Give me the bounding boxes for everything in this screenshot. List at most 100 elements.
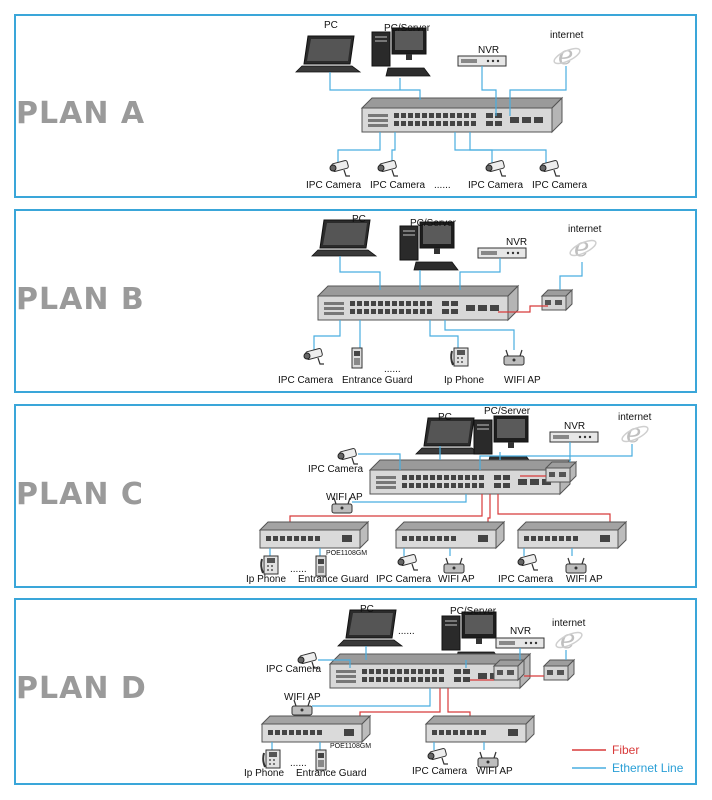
ipc-camera-icon (397, 553, 419, 571)
nvr-icon (549, 431, 599, 443)
pc-laptop-icon (295, 35, 361, 73)
ellipsis: ...... (384, 364, 401, 375)
ellipsis: ...... (398, 626, 415, 637)
legend: Fiber Ethernet Line (572, 743, 684, 775)
server-desktop-icon (441, 611, 501, 661)
wifi-ap-label: WIFI AP (504, 375, 541, 386)
poe-switch-icon (259, 521, 369, 549)
ipc-camera-icon (427, 747, 449, 765)
internet-label: internet (618, 412, 652, 423)
nvr-label: NVR (510, 626, 531, 637)
main-switch-icon (317, 285, 519, 321)
ellipsis: ...... (434, 180, 451, 191)
nvr-icon (457, 55, 507, 67)
internet-icon (551, 40, 583, 72)
poe-switch-icon (261, 715, 371, 743)
internet-icon (619, 418, 651, 450)
plan-b-diagram: PC PC/Server NVR internet IPC Camera Ent… (278, 214, 602, 386)
pc-label: PC (360, 604, 374, 615)
ellipsis: ...... (290, 564, 307, 575)
wifi-ap-icon (503, 349, 525, 366)
plan-a-panel (14, 14, 697, 198)
server-desktop-icon (371, 27, 431, 77)
internet-label: internet (552, 618, 586, 629)
pc-label: PC (324, 20, 338, 31)
poe-switch-icon (517, 521, 627, 549)
plan-c-diagram: PC PC/Server NVR internet IPC Camera WIF… (246, 406, 652, 585)
entrance-guard-icon (315, 749, 327, 771)
ipc-camera-icon (539, 159, 561, 177)
camera-label: IPC Camera (468, 180, 523, 191)
media-converter-icon (545, 461, 577, 483)
internet-label: internet (550, 30, 584, 41)
ip-phone-label: Ip Phone (244, 768, 284, 779)
plan-d-title: PLAN D (16, 671, 147, 706)
ip-phone-icon (450, 347, 469, 367)
ip-phone-icon (262, 749, 281, 769)
ip-phone-label: Ip Phone (444, 375, 484, 386)
plan-d-diagram: PC ...... PC/Server NVR internet IPC Cam… (244, 604, 586, 779)
server-label: PC/Server (410, 218, 457, 229)
server-desktop-icon (399, 221, 459, 271)
entrance-guard-label: Entrance Guard (342, 375, 413, 386)
wifi-ap-label: WIFI AP (326, 492, 363, 503)
ip-phone-label: Ip Phone (246, 574, 286, 585)
camera-label: IPC Camera (306, 180, 361, 191)
ipc-camera-icon (303, 347, 325, 365)
plan-a-title: PLAN A (16, 96, 146, 131)
ellipsis: ...... (290, 758, 307, 769)
pc-laptop-icon (311, 219, 377, 257)
internet-label: internet (568, 224, 602, 235)
ipc-camera-icon (329, 159, 351, 177)
entrance-guard-icon (315, 555, 327, 577)
wifi-ap-label: WIFI AP (566, 574, 603, 585)
pc-laptop-icon (415, 417, 481, 455)
wifi-ap-label: WIFI AP (438, 574, 475, 585)
camera-label: IPC Camera (308, 464, 363, 475)
ipc-camera-icon (517, 553, 539, 571)
model-label: POE1108GM (330, 743, 371, 750)
camera-label: IPC Camera (266, 664, 321, 675)
server-label: PC/Server (450, 606, 497, 617)
camera-label: IPC Camera (370, 180, 425, 191)
pc-label: PC (352, 214, 366, 225)
media-converter-icon (493, 659, 525, 681)
wifi-ap-label: WIFI AP (476, 766, 513, 777)
wifi-ap-label: WIFI AP (284, 692, 321, 703)
internet-icon (553, 624, 585, 656)
ip-phone-icon (260, 555, 279, 575)
server-label: PC/Server (484, 406, 531, 417)
ethernet-legend-label: Ethernet Line (612, 761, 684, 775)
ipc-camera-icon (485, 159, 507, 177)
nvr-label: NVR (506, 237, 527, 248)
camera-label: IPC Camera (278, 375, 333, 386)
camera-label: IPC Camera (376, 574, 431, 585)
nvr-label: NVR (564, 421, 585, 432)
main-switch-icon (361, 97, 563, 133)
wifi-ap-icon (565, 557, 587, 574)
internet-icon (567, 232, 599, 264)
nvr-label: NVR (478, 45, 499, 56)
media-converter-icon (543, 659, 575, 681)
camera-label: IPC Camera (412, 766, 467, 777)
entrance-guard-label: Entrance Guard (296, 768, 367, 779)
entrance-guard-icon (351, 347, 363, 369)
poe-switch-icon (395, 521, 505, 549)
camera-label: IPC Camera (532, 180, 587, 191)
plan-c-title: PLAN C (16, 477, 144, 512)
model-label: POE1108GM (326, 550, 367, 557)
media-converter-icon (541, 289, 573, 311)
fiber-legend-label: Fiber (612, 743, 639, 757)
wifi-ap-icon (443, 557, 465, 574)
nvr-icon (477, 247, 527, 259)
ipc-camera-icon (337, 447, 359, 465)
wifi-ap-icon (477, 751, 499, 768)
nvr-icon (495, 637, 545, 649)
plan-a-diagram: PC PC/Server NVR internet IPC Camera IPC… (295, 20, 587, 191)
server-desktop-icon (473, 415, 533, 465)
poe-switch-icon (425, 715, 535, 743)
pc-laptop-icon (337, 609, 403, 647)
pc-label: PC (438, 412, 452, 423)
plan-b-title: PLAN B (16, 282, 145, 317)
